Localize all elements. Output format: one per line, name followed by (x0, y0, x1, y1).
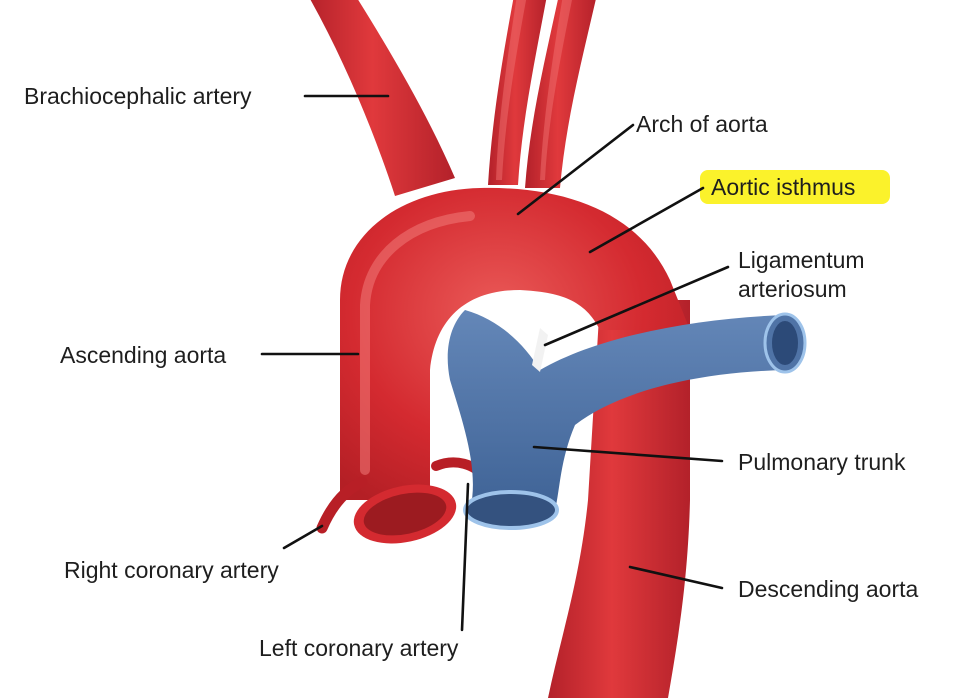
label-right-coronary-artery: Right coronary artery (64, 557, 279, 583)
labels: Brachiocephalic artery Arch of aorta Aor… (24, 83, 918, 661)
label-brachiocephalic-artery: Brachiocephalic artery (24, 83, 252, 109)
label-left-coronary-artery: Left coronary artery (259, 635, 459, 661)
pulmonary-trunk-vessel (447, 310, 785, 510)
isthmus-highlight (700, 170, 890, 204)
label-ligamentum-line2: arteriosum (738, 276, 847, 302)
label-arch-of-aorta: Arch of aorta (636, 111, 768, 137)
pulmonary-trunk-opening (465, 492, 557, 528)
label-aortic-isthmus: Aortic isthmus (711, 174, 855, 200)
descending-aorta-vessel (548, 300, 690, 698)
label-ligamentum-line1: Ligamentum (738, 247, 865, 273)
label-descending-aorta: Descending aorta (738, 576, 918, 602)
brachiocephalic-vessel (310, 0, 455, 196)
label-pulmonary-trunk: Pulmonary trunk (738, 449, 906, 475)
ligamentum-arteriosum-vessel (532, 328, 548, 372)
subclavian-vessel (525, 0, 596, 188)
leader-lines (260, 94, 730, 632)
great-vessels (310, 0, 596, 196)
aortic-arch-vessel (340, 187, 690, 501)
label-ascending-aorta: Ascending aorta (60, 342, 226, 368)
right-coronary-vessel (316, 476, 368, 534)
